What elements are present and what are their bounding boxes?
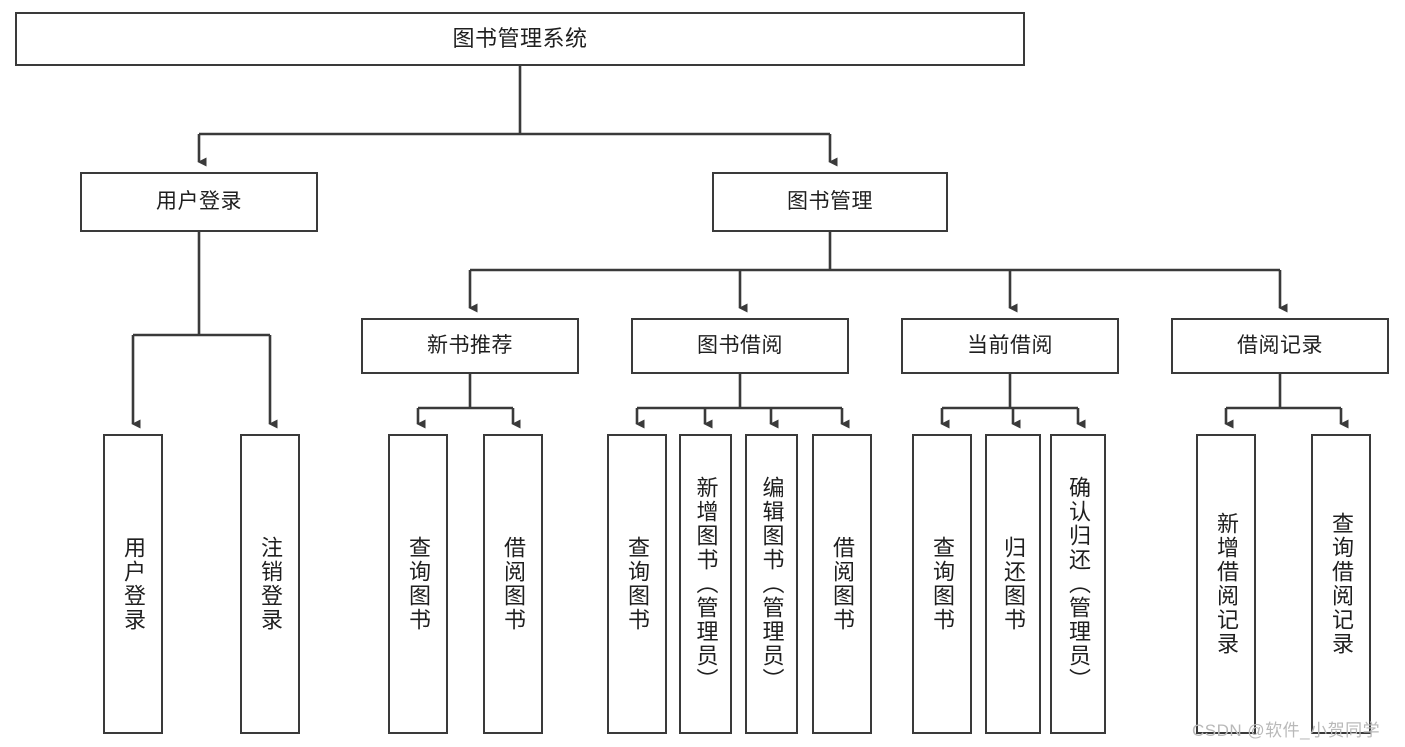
node-leaf-query-book-3[interactable]: 查询图书	[912, 434, 972, 734]
node-label: 归还图书	[1000, 536, 1026, 632]
node-label: 用户登录	[156, 189, 242, 213]
node-label: 当前借阅	[967, 333, 1053, 357]
node-book-borrow[interactable]: 图书借阅	[631, 318, 849, 374]
node-leaf-query-book-2[interactable]: 查询图书	[607, 434, 667, 734]
node-root-system[interactable]: 图书管理系统	[15, 12, 1025, 66]
node-label: 新书推荐	[427, 333, 513, 357]
node-leaf-user-login[interactable]: 用户登录	[103, 434, 163, 734]
node-borrow-record[interactable]: 借阅记录	[1171, 318, 1389, 374]
node-leaf-query-book-1[interactable]: 查询图书	[388, 434, 448, 734]
node-leaf-query-record[interactable]: 查询借阅记录	[1311, 434, 1371, 734]
node-label: 确认归还（管理员）	[1065, 476, 1091, 692]
csdn-watermark: CSDN @软件_小贺同学	[1192, 721, 1381, 740]
node-label: 查询借阅记录	[1328, 512, 1354, 656]
node-label: 图书借阅	[697, 333, 783, 357]
node-current-borrow[interactable]: 当前借阅	[901, 318, 1119, 374]
node-label: 新增图书（管理员）	[693, 476, 719, 692]
node-label: 借阅图书	[829, 536, 855, 632]
node-label: 图书管理系统	[452, 26, 588, 52]
node-label: 查询图书	[929, 536, 955, 632]
node-leaf-edit-book[interactable]: 编辑图书（管理员）	[745, 434, 798, 734]
node-leaf-add-book[interactable]: 新增图书（管理员）	[679, 434, 732, 734]
node-label: 编辑图书（管理员）	[759, 476, 785, 692]
node-leaf-borrow-book-1[interactable]: 借阅图书	[483, 434, 543, 734]
node-new-book-rec[interactable]: 新书推荐	[361, 318, 579, 374]
node-label: 图书管理	[787, 189, 873, 213]
node-label: 新增借阅记录	[1213, 512, 1239, 656]
node-book-manage[interactable]: 图书管理	[712, 172, 948, 232]
node-user-login[interactable]: 用户登录	[80, 172, 318, 232]
node-label: 用户登录	[120, 536, 146, 632]
node-label: 查询图书	[624, 536, 650, 632]
node-label: 注销登录	[257, 536, 283, 632]
node-label: 借阅记录	[1237, 333, 1323, 357]
node-leaf-confirm-return[interactable]: 确认归还（管理员）	[1050, 434, 1106, 734]
node-leaf-return-book[interactable]: 归还图书	[985, 434, 1041, 734]
node-label: 查询图书	[405, 536, 431, 632]
node-leaf-logout[interactable]: 注销登录	[240, 434, 300, 734]
node-leaf-borrow-book-2[interactable]: 借阅图书	[812, 434, 872, 734]
node-label: 借阅图书	[500, 536, 526, 632]
node-leaf-add-record[interactable]: 新增借阅记录	[1196, 434, 1256, 734]
